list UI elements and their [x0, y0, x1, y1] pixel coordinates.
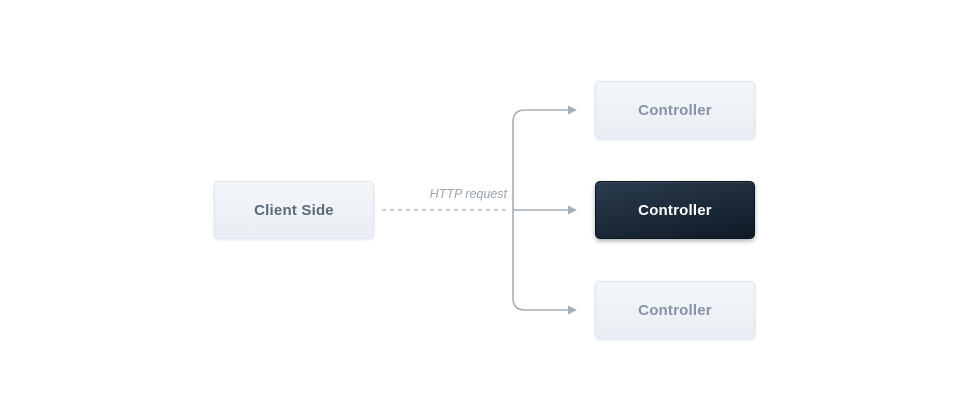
node-client-side-label: Client Side	[254, 201, 334, 219]
connector-branch-bottom	[512, 297, 569, 311]
arrowhead-bottom-icon	[568, 305, 577, 315]
node-controller-top: Controller	[595, 81, 755, 139]
arrowhead-middle-icon	[568, 205, 577, 215]
node-controller-bottom-label: Controller	[638, 301, 712, 319]
node-controller-middle: Controller	[595, 181, 755, 239]
connector-branch-top	[512, 109, 569, 298]
node-controller-bottom: Controller	[595, 281, 755, 339]
node-client-side: Client Side	[214, 181, 374, 239]
arrowhead-top-icon	[568, 105, 577, 115]
edge-label-http-request: HTTP request	[429, 187, 507, 201]
node-controller-middle-label: Controller	[638, 201, 712, 219]
node-controller-top-label: Controller	[638, 101, 712, 119]
